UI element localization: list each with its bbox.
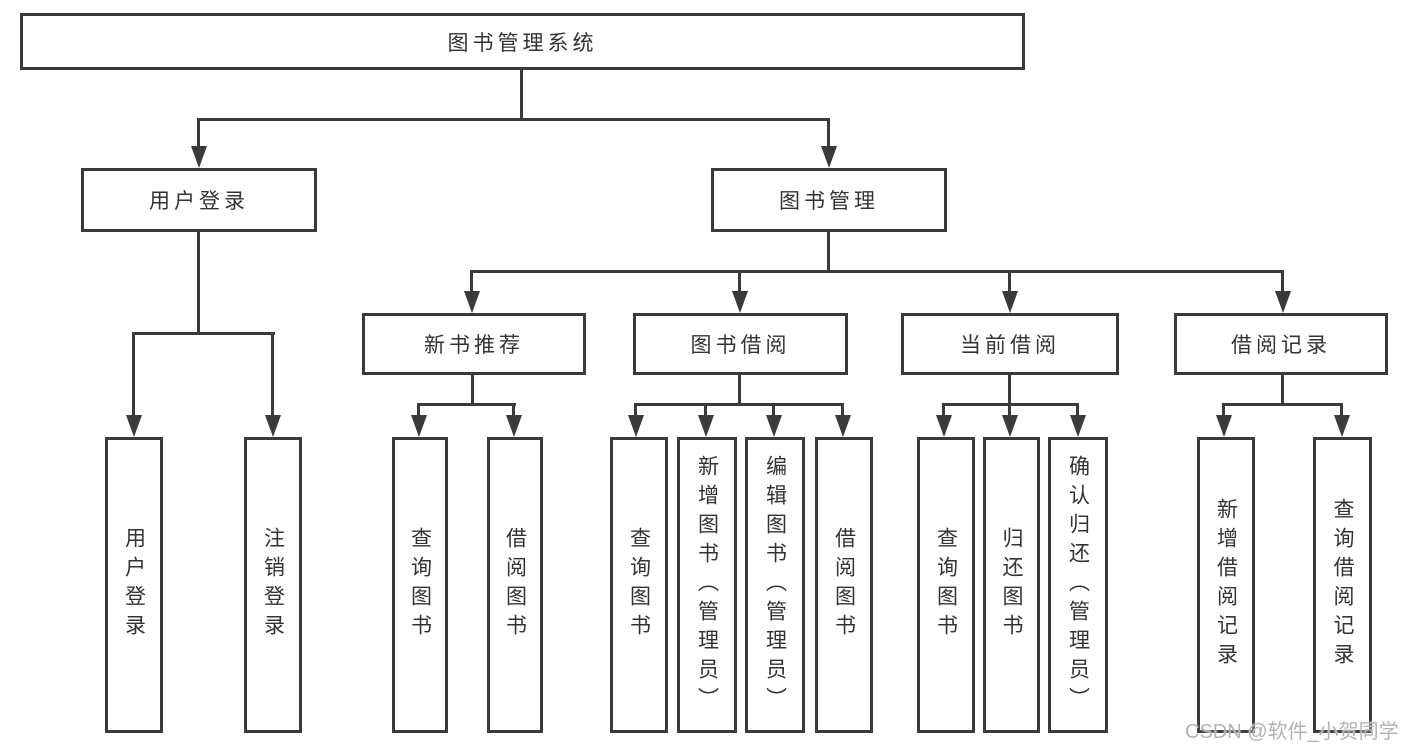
node-label: 借阅记录 — [1231, 334, 1331, 357]
node-label: 新增图书（管理员） — [695, 454, 719, 716]
connector-line — [1281, 375, 1284, 406]
node-leaf-edit-books-admin: 编辑图书（管理员） — [745, 437, 805, 733]
node-leaf-user-login: 用户登录 — [105, 437, 163, 733]
arrowhead-down-icon — [1275, 291, 1291, 313]
arrowhead-down-icon — [628, 415, 644, 437]
connector-line — [827, 118, 830, 148]
arrowhead-down-icon — [1002, 415, 1018, 437]
arrowhead-down-icon — [835, 415, 851, 437]
node-book-borrowing: 图书借阅 — [633, 313, 848, 375]
connector-line — [512, 403, 515, 417]
connector-line — [1008, 270, 1011, 294]
connector-line — [470, 270, 473, 294]
arrowhead-down-icon — [936, 415, 952, 437]
connector-line — [197, 118, 830, 121]
node-library-management-system: 图书管理系统 — [20, 13, 1025, 70]
arrowhead-down-icon — [411, 415, 427, 437]
connector-line — [827, 232, 830, 273]
node-label: 查询图书 — [627, 527, 651, 643]
node-leaf-query-borrow-record: 查询借阅记录 — [1313, 437, 1372, 733]
arrowhead-down-icon — [1216, 415, 1232, 437]
connector-line — [197, 232, 200, 334]
connector-line — [271, 332, 274, 417]
node-leaf-query-books-current: 查询图书 — [917, 437, 975, 733]
node-leaf-query-books-borrowing: 查询图书 — [610, 437, 668, 733]
node-label: 查询借阅记录 — [1331, 498, 1354, 672]
node-leaf-add-books-admin: 新增图书（管理员） — [677, 437, 737, 733]
connector-line — [1222, 403, 1343, 406]
node-label: 新增借阅记录 — [1214, 498, 1238, 672]
connector-line — [197, 118, 200, 148]
node-borrowing-records: 借阅记录 — [1174, 313, 1388, 375]
connector-line — [417, 403, 516, 406]
arrowhead-down-icon — [265, 415, 281, 437]
connector-line — [1076, 403, 1079, 417]
connector-line — [417, 403, 420, 417]
arrowhead-down-icon — [506, 415, 522, 437]
node-label: 编辑图书（管理员） — [763, 454, 787, 716]
node-label: 借阅图书 — [832, 527, 856, 643]
connector-line — [738, 270, 741, 294]
connector-line — [738, 375, 741, 406]
connector-line — [1281, 270, 1284, 294]
connector-line — [634, 403, 637, 417]
node-leaf-return-books: 归还图书 — [983, 437, 1040, 733]
arrowhead-down-icon — [1334, 415, 1350, 437]
node-leaf-borrow-books: 借阅图书 — [815, 437, 873, 733]
csdn-watermark: CSDN @软件_小贺同学 — [1185, 721, 1399, 743]
arrowhead-down-icon — [732, 291, 748, 313]
node-book-management: 图书管理 — [711, 168, 947, 232]
node-label: 借阅图书 — [503, 527, 527, 643]
arrowhead-down-icon — [464, 291, 480, 313]
node-label: 图书管理 — [779, 190, 879, 213]
node-leaf-logout: 注销登录 — [244, 437, 302, 733]
connector-line — [1222, 403, 1225, 417]
connector-line — [772, 403, 775, 417]
node-label: 注销登录 — [261, 527, 285, 643]
node-label: 用户登录 — [149, 190, 249, 213]
node-label: 用户登录 — [122, 527, 146, 643]
node-label: 图书管理系统 — [447, 31, 598, 55]
arrowhead-down-icon — [698, 415, 714, 437]
connector-line — [704, 403, 707, 417]
connector-line — [841, 403, 844, 417]
connector-line — [1008, 375, 1011, 406]
node-leaf-add-borrow-record: 新增借阅记录 — [1197, 437, 1255, 733]
connector-line — [634, 403, 844, 406]
connector-line — [1340, 403, 1343, 417]
node-label: 归还图书 — [1000, 527, 1023, 643]
node-label: 查询图书 — [934, 527, 958, 643]
arrowhead-down-icon — [126, 415, 142, 437]
arrowhead-down-icon — [821, 146, 837, 168]
connector-line — [942, 403, 945, 417]
arrowhead-down-icon — [1002, 291, 1018, 313]
node-label: 确认归还（管理员） — [1066, 454, 1090, 716]
connector-line — [132, 332, 275, 335]
node-label: 当前借阅 — [960, 334, 1060, 357]
arrowhead-down-icon — [1070, 415, 1086, 437]
node-current-borrowing: 当前借阅 — [901, 313, 1119, 375]
node-label: 查询图书 — [408, 527, 432, 643]
arrowhead-down-icon — [766, 415, 782, 437]
arrowhead-down-icon — [191, 146, 207, 168]
connector-line — [1008, 403, 1011, 417]
node-leaf-query-books-recommend: 查询图书 — [392, 437, 448, 733]
node-label: 图书借阅 — [690, 334, 791, 357]
node-leaf-confirm-return-admin: 确认归还（管理员） — [1048, 437, 1108, 733]
node-label: 新书推荐 — [424, 334, 524, 357]
node-user-login-group: 用户登录 — [81, 168, 317, 232]
node-leaf-borrow-books-recommend: 借阅图书 — [487, 437, 543, 733]
connector-line — [132, 332, 135, 417]
connector-line — [470, 270, 1284, 273]
node-new-book-recommend: 新书推荐 — [362, 313, 586, 375]
connector-line — [471, 375, 474, 406]
connector-line — [520, 70, 523, 119]
